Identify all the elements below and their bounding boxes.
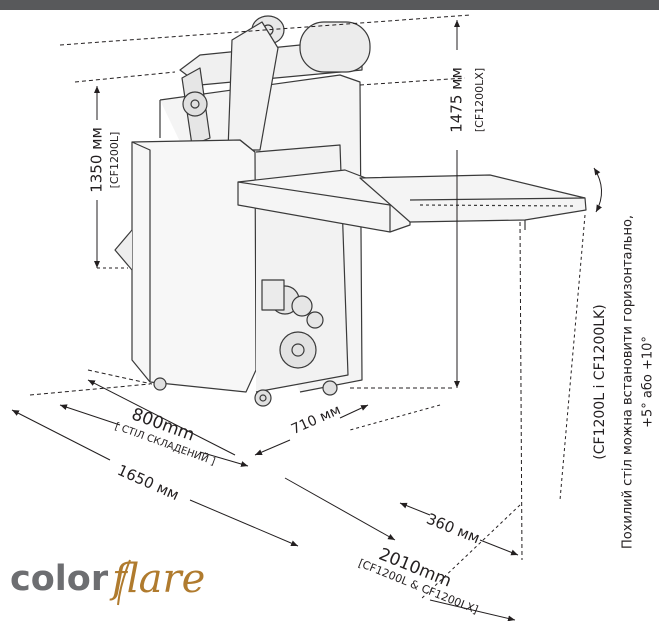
tilt-note-line1: (CF1200L i CF1200LK) xyxy=(592,304,608,459)
model-cf1200l-label: [CF1200L] xyxy=(108,132,121,189)
height-1350-label: 1350 мм xyxy=(88,127,106,193)
height-1475-label: 1475 мм xyxy=(448,67,466,133)
top-bar xyxy=(0,0,659,10)
tray-360-label: 360 мм xyxy=(424,510,483,548)
depth-710-label: 710 мм xyxy=(289,402,343,438)
logo-flare-text: flare xyxy=(109,556,205,602)
laminator-machine-illustration xyxy=(114,15,587,407)
model-cf1200lx-label: [CF1200LX] xyxy=(473,68,486,132)
tilt-note-line2: Похилий стіл можна встановити горизонтал… xyxy=(621,215,636,549)
tilt-note-line3: +5° або +10° xyxy=(641,336,656,428)
dimension-lines xyxy=(11,14,602,621)
length-1650-label: 1650 мм xyxy=(115,461,182,504)
colorflare-logo: color flare xyxy=(10,556,205,606)
logo-color-text: color xyxy=(10,559,109,599)
